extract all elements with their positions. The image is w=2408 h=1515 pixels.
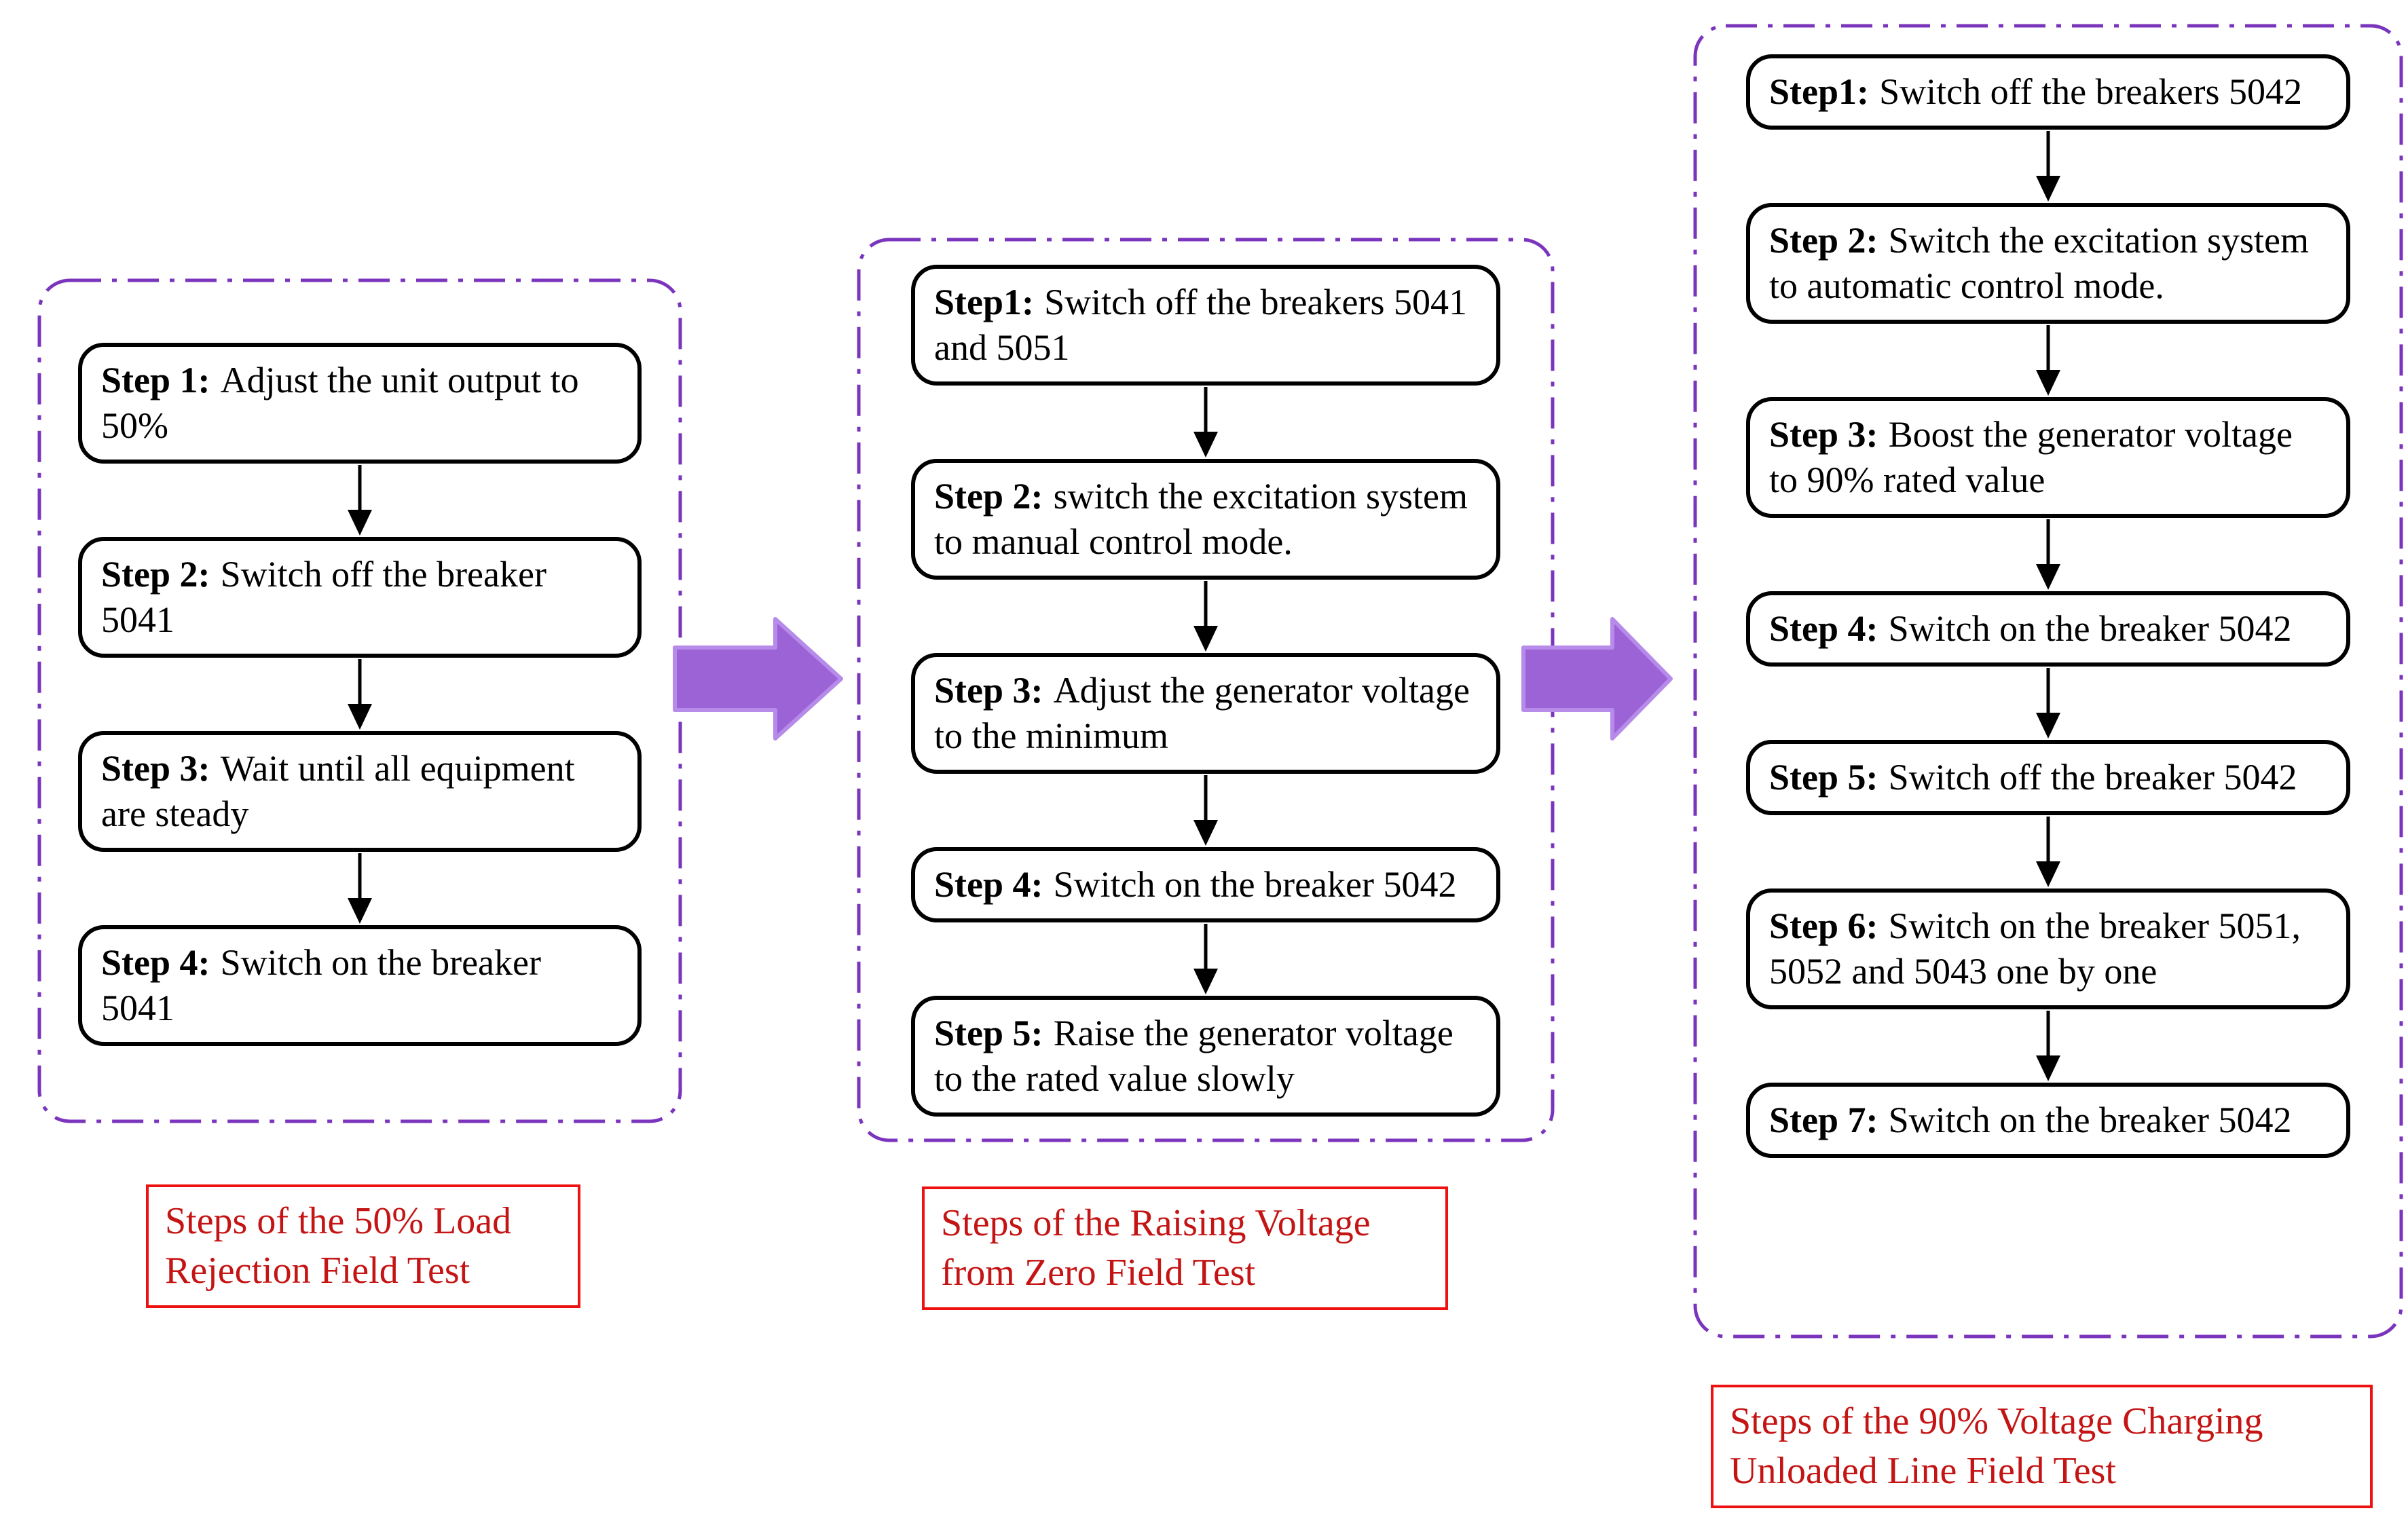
step-text: switch the excitation system to manual c… [934, 475, 1468, 562]
step-label: Step 4: [1769, 607, 1878, 649]
panel-90-voltage-charging: Step1:Switch off the breakers 5042 Step … [1693, 24, 2403, 1339]
step-text: Switch the excitation system to automati… [1769, 219, 2310, 306]
step-box: Step 7:Switch on the breaker 5042 [1746, 1082, 2350, 1158]
caption-50-load-rejection: Steps of the 50% Load Rejection Field Te… [146, 1184, 580, 1308]
step-text: Switch on the breaker 5051, 5052 and 504… [1769, 905, 2301, 992]
step-label: Step 6: [1769, 905, 1878, 946]
step-box: Step 3:Adjust the generator voltage to t… [911, 652, 1500, 774]
step-box: Step 6:Switch on the breaker 5051, 5052 … [1746, 888, 2350, 1009]
step-text: Switch on the breaker 5042 [1888, 607, 2292, 649]
step-label: Step 3: [1769, 413, 1878, 455]
step-label: Step1: [934, 282, 1034, 322]
step-text: Boost the generator voltage to 90% rated… [1769, 413, 2293, 500]
step-box: Step 3:Boost the generator voltage to 90… [1746, 396, 2350, 518]
down-arrow-icon [2036, 130, 2060, 202]
down-arrow-icon [1193, 580, 1218, 652]
step-label: Step 3: [101, 747, 210, 789]
step-text: Adjust the unit output to 50% [101, 360, 579, 446]
step-label: Step 4: [101, 941, 210, 983]
step-label: Step 2: [1769, 219, 1878, 261]
down-arrow-icon [1193, 923, 1218, 994]
step-box: Step 5:Switch off the breaker 5042 [1746, 739, 2350, 815]
step-text: Adjust the generator voltage to the mini… [934, 669, 1470, 756]
down-arrow-icon [348, 853, 372, 924]
step-label: Step 2: [934, 475, 1043, 517]
step-text: Switch off the breakers 5041 and 5051 [934, 282, 1467, 368]
step-text: Switch off the breakers 5042 [1879, 71, 2302, 112]
down-arrow-icon [2036, 324, 2060, 396]
panel-raising-voltage: Step1:Switch off the breakers 5041 and 5… [857, 238, 1555, 1142]
step-label: Step1: [1769, 71, 1869, 112]
step-box: Step 2:switch the excitation system to m… [911, 458, 1500, 580]
caption-90-voltage-charging: Steps of the 90% Voltage Charging Unload… [1711, 1385, 2373, 1508]
step-box: Step1:Switch off the breakers 5042 [1746, 54, 2350, 130]
down-arrow-icon [1193, 386, 1218, 457]
down-arrow-icon [348, 464, 372, 536]
step-text: Switch off the breaker 5041 [101, 553, 547, 640]
step-box: Step 5:Raise the generator voltage to th… [911, 995, 1500, 1117]
step-text: Switch on the breaker 5041 [101, 941, 541, 1028]
step-box: Step 4:Switch on the breaker 5042 [1746, 591, 2350, 667]
step-text: Switch on the breaker 5042 [1888, 1099, 2292, 1140]
panel-50-load-rejection: Step 1:Adjust the unit output to 50% Ste… [37, 278, 682, 1123]
down-arrow-icon [2036, 816, 2060, 887]
step-list: Step1:Switch off the breakers 5042 Step … [1693, 54, 2403, 1158]
step-label: Step 5: [1769, 756, 1878, 798]
down-arrow-icon [348, 658, 372, 730]
down-arrow-icon [2036, 667, 2060, 738]
down-arrow-icon [1193, 774, 1218, 846]
step-text: Raise the generator voltage to the rated… [934, 1012, 1453, 1099]
step-label: Step 5: [934, 1012, 1043, 1053]
step-label: Step 7: [1769, 1099, 1878, 1140]
step-label: Step 4: [934, 863, 1043, 905]
step-box: Step 3:Wait until all equipment are stea… [78, 730, 642, 852]
step-list: Step1:Switch off the breakers 5041 and 5… [857, 265, 1555, 1117]
down-arrow-icon [2036, 519, 2060, 590]
down-arrow-icon [2036, 1010, 2060, 1081]
step-box: Step 1:Adjust the unit output to 50% [78, 343, 642, 464]
step-text: Switch off the breaker 5042 [1888, 756, 2297, 798]
step-box: Step1:Switch off the breakers 5041 and 5… [911, 265, 1500, 386]
step-text: Wait until all equipment are steady [101, 747, 575, 834]
step-label: Step 1: [101, 360, 210, 400]
step-box: Step 2:Switch the excitation system to a… [1746, 202, 2350, 324]
block-arrow-right-icon [673, 617, 843, 741]
step-box: Step 4:Switch on the breaker 5042 [911, 846, 1500, 922]
block-arrow-right-icon [1521, 617, 1673, 741]
step-list: Step 1:Adjust the unit output to 50% Ste… [37, 343, 682, 1046]
step-box: Step 2:Switch off the breaker 5041 [78, 536, 642, 658]
step-box: Step 4:Switch on the breaker 5041 [78, 924, 642, 1046]
step-label: Step 3: [934, 669, 1043, 711]
step-text: Switch on the breaker 5042 [1053, 863, 1457, 905]
caption-raising-voltage: Steps of the Raising Voltage from Zero F… [922, 1186, 1448, 1310]
step-label: Step 2: [101, 553, 210, 595]
